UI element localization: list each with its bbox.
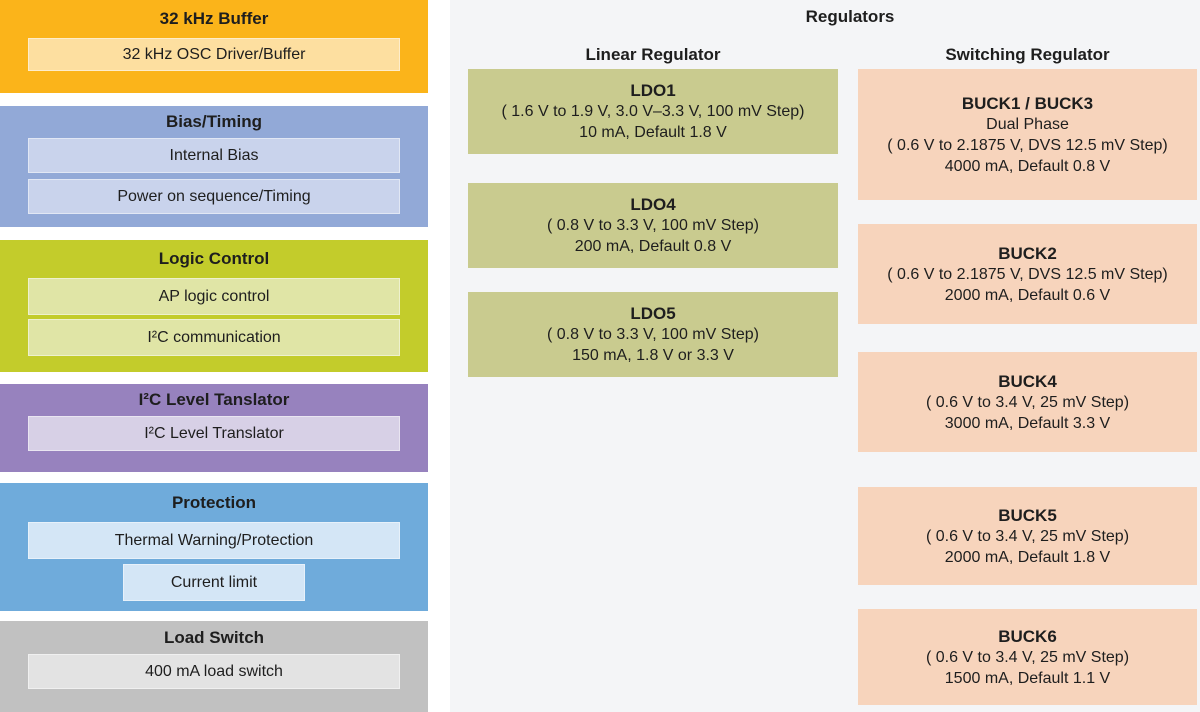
linear-regulator-header: Linear Regulator (585, 45, 721, 64)
block-item: 32 kHz OSC Driver/Buffer (28, 38, 400, 71)
regulator-name: BUCK1 / BUCK3 (961, 93, 1094, 113)
regulator-spec: ( 0.6 V to 3.4 V, 25 mV Step) (925, 393, 1130, 411)
block-item: I²C Level Translator (28, 416, 400, 451)
regulator-name: LDO5 (630, 304, 676, 323)
block-item: Current limit (123, 564, 305, 601)
buck1-buck3-block: BUCK1 / BUCK3 Dual Phase ( 0.6 V to 2.18… (858, 69, 1197, 200)
ldo5-block: LDO5 ( 0.8 V to 3.3 V, 100 mV Step) 150 … (468, 292, 838, 377)
regulator-name: LDO1 (630, 81, 676, 100)
block-item: AP logic control (28, 278, 400, 315)
buck6-block: BUCK6 ( 0.6 V to 3.4 V, 25 mV Step) 1500… (858, 609, 1197, 705)
block-title: Protection (171, 492, 257, 512)
regulator-spec: 10 mA, Default 1.8 V (579, 124, 727, 141)
block-title: 32 kHz Buffer (159, 9, 269, 28)
block-item: Internal Bias (28, 138, 400, 173)
block-title: Load Switch (163, 627, 265, 647)
regulator-spec: 4000 mA, Default 0.8 V (944, 157, 1111, 175)
regulator-spec: ( 1.6 V to 1.9 V, 3.0 V–3.3 V, 100 mV St… (501, 103, 805, 120)
buck2-block: BUCK2 ( 0.6 V to 2.1875 V, DVS 12.5 mV S… (858, 224, 1197, 324)
regulator-spec: Dual Phase (986, 115, 1069, 133)
regulator-spec: ( 0.6 V to 3.4 V, 25 mV Step) (925, 527, 1130, 545)
block-item: Power on sequence/Timing (28, 179, 400, 214)
regulator-spec: 2000 mA, Default 0.6 V (944, 286, 1111, 304)
regulator-spec: 3000 mA, Default 3.3 V (944, 414, 1111, 432)
regulator-spec: ( 0.6 V to 3.4 V, 25 mV Step) (925, 648, 1130, 666)
regulator-name: BUCK4 (998, 371, 1057, 391)
regulator-spec: ( 0.6 V to 2.1875 V, DVS 12.5 mV Step) (887, 136, 1168, 154)
block-protection: Protection Thermal Warning/Protection Cu… (0, 483, 428, 611)
regulator-spec: ( 0.6 V to 2.1875 V, DVS 12.5 mV Step) (887, 265, 1168, 283)
regulator-spec: ( 0.8 V to 3.3 V, 100 mV Step) (547, 326, 759, 343)
block-title: I²C Level Tanslator (138, 390, 290, 409)
regulator-spec: 2000 mA, Default 1.8 V (944, 548, 1111, 566)
block-bias-timing: Bias/Timing Internal Bias Power on seque… (0, 106, 428, 227)
ldo4-block: LDO4 ( 0.8 V to 3.3 V, 100 mV Step) 200 … (468, 183, 838, 268)
block-item: 400 mA load switch (28, 654, 400, 689)
block-32khz-buffer: 32 kHz Buffer 32 kHz OSC Driver/Buffer (0, 0, 428, 93)
regulator-name: BUCK5 (998, 505, 1057, 525)
block-item: Thermal Warning/Protection (28, 522, 400, 559)
block-title: Bias/Timing (165, 112, 263, 131)
regulator-name: BUCK6 (998, 626, 1057, 646)
ldo1-block: LDO1 ( 1.6 V to 1.9 V, 3.0 V–3.3 V, 100 … (468, 69, 838, 154)
block-title: Logic Control (158, 249, 270, 268)
regulator-spec: ( 0.8 V to 3.3 V, 100 mV Step) (547, 217, 759, 234)
block-load-switch: Load Switch 400 mA load switch (0, 621, 428, 712)
block-i2c-level-translator: I²C Level Tanslator I²C Level Translator (0, 384, 428, 472)
regulator-spec: 200 mA, Default 0.8 V (574, 238, 732, 255)
regulator-name: LDO4 (630, 195, 676, 214)
buck5-block: BUCK5 ( 0.6 V to 3.4 V, 25 mV Step) 2000… (858, 487, 1197, 585)
regulator-spec: 150 mA, 1.8 V or 3.3 V (572, 347, 734, 364)
regulators-title: Regulators (805, 7, 895, 26)
block-item: I²C communication (28, 319, 400, 356)
block-logic-control: Logic Control AP logic control I²C commu… (0, 240, 428, 372)
regulator-spec: 1500 mA, Default 1.1 V (944, 669, 1111, 687)
switching-regulator-header: Switching Regulator (945, 45, 1110, 64)
buck4-block: BUCK4 ( 0.6 V to 3.4 V, 25 mV Step) 3000… (858, 352, 1197, 452)
regulator-name: BUCK2 (998, 243, 1057, 263)
